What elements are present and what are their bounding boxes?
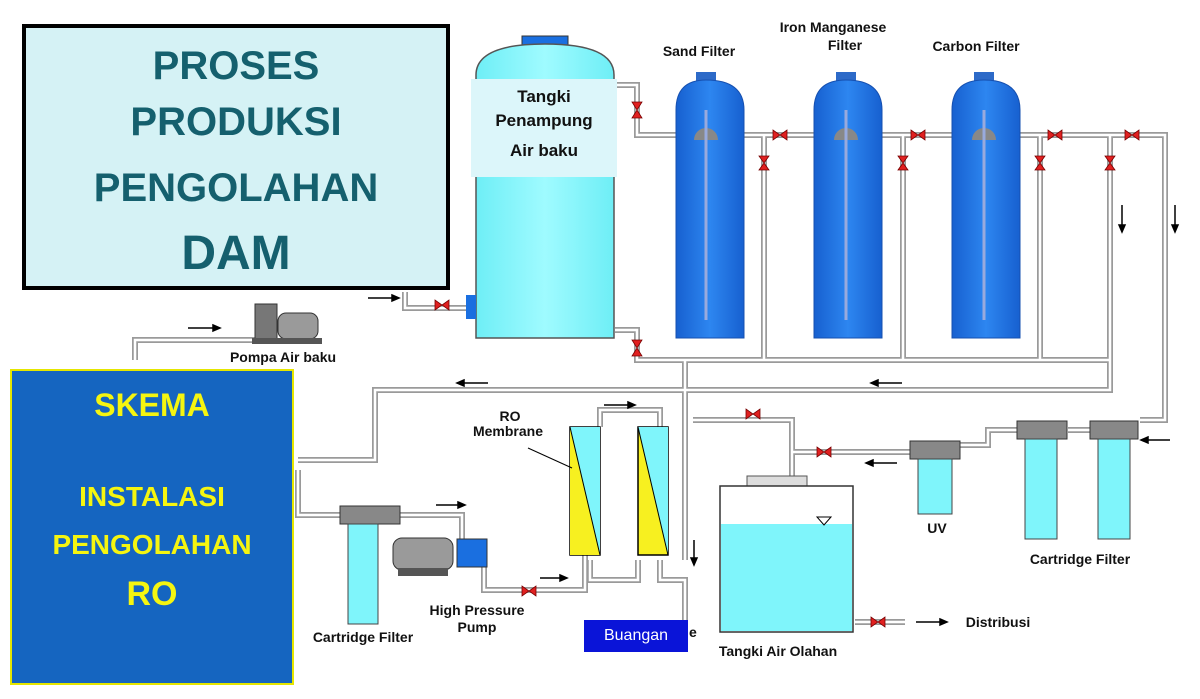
ro-membrane-label-line1: RO: [500, 408, 521, 424]
tank-label-line-3: Air baku: [509, 141, 579, 160]
skema-line-1: INSTALASI: [79, 481, 225, 512]
skema-line-2: PENGOLAHAN: [52, 529, 252, 560]
skema-heading: SKEMA: [94, 387, 210, 423]
title-line-3: PENGOLAHAN: [93, 166, 379, 210]
raw-water-pump-icon: [252, 303, 322, 344]
tangki-air-olahan-label: Tangki Air Olahan: [719, 643, 837, 659]
ro-membrane-fragment: e: [689, 624, 697, 640]
cartridge-filter-right-a: [1016, 420, 1068, 540]
cartridge-filter-right-b: [1089, 420, 1139, 540]
valves: [434, 101, 1140, 628]
ro-membrane-1: [569, 426, 601, 556]
ro-membrane-pointer: [527, 447, 573, 469]
skema-line-3: RO: [126, 575, 178, 613]
title-line-1: PROSES: [152, 44, 320, 88]
iron-manganese-filter-vessel: [813, 72, 883, 339]
tank-label-line-2: Penampung: [495, 111, 593, 130]
carbon-filter-vessel: [951, 72, 1021, 339]
iron-manganese-label-line2: Filter: [828, 37, 863, 53]
title-line-4: DAM: [181, 227, 291, 280]
cartridge-filter-left: [339, 505, 401, 625]
uv-unit: [909, 440, 961, 515]
cartridge-filter-left-label: Cartridge Filter: [313, 629, 414, 645]
ro-membrane-2: [637, 426, 669, 556]
high-pressure-pump-label-line1: High Pressure: [430, 602, 525, 618]
ro-membrane-label-line2: Membrane: [473, 423, 543, 439]
pipes: [132, 82, 1168, 625]
skema-panel: SKEMA INSTALASI PENGOLAHAN RO: [10, 369, 294, 685]
cartridge-filter-right-label: Cartridge Filter: [1030, 551, 1131, 567]
sand-filter-label: Sand Filter: [663, 43, 736, 59]
raw-water-tank-label: Tangki Penampung Air baku: [471, 79, 617, 177]
tank-label-line-1: Tangki: [517, 87, 571, 106]
pompa-air-baku-label: Pompa Air baku: [230, 349, 336, 365]
distribusi-label: Distribusi: [966, 614, 1031, 630]
high-pressure-pump-label-line2: Pump: [458, 619, 497, 635]
buangan-label: Buangan: [584, 620, 688, 652]
treated-water-tank: [719, 475, 854, 633]
uv-label: UV: [927, 520, 947, 536]
title-panel: PROSES PRODUKSI PENGOLAHAN DAM: [22, 24, 450, 290]
high-pressure-pump-icon: [392, 537, 488, 576]
carbon-filter-label: Carbon Filter: [932, 38, 1020, 54]
sand-filter-vessel: [675, 72, 745, 339]
iron-manganese-label-line1: Iron Manganese: [780, 19, 887, 35]
title-line-2: PRODUKSI: [130, 100, 342, 144]
